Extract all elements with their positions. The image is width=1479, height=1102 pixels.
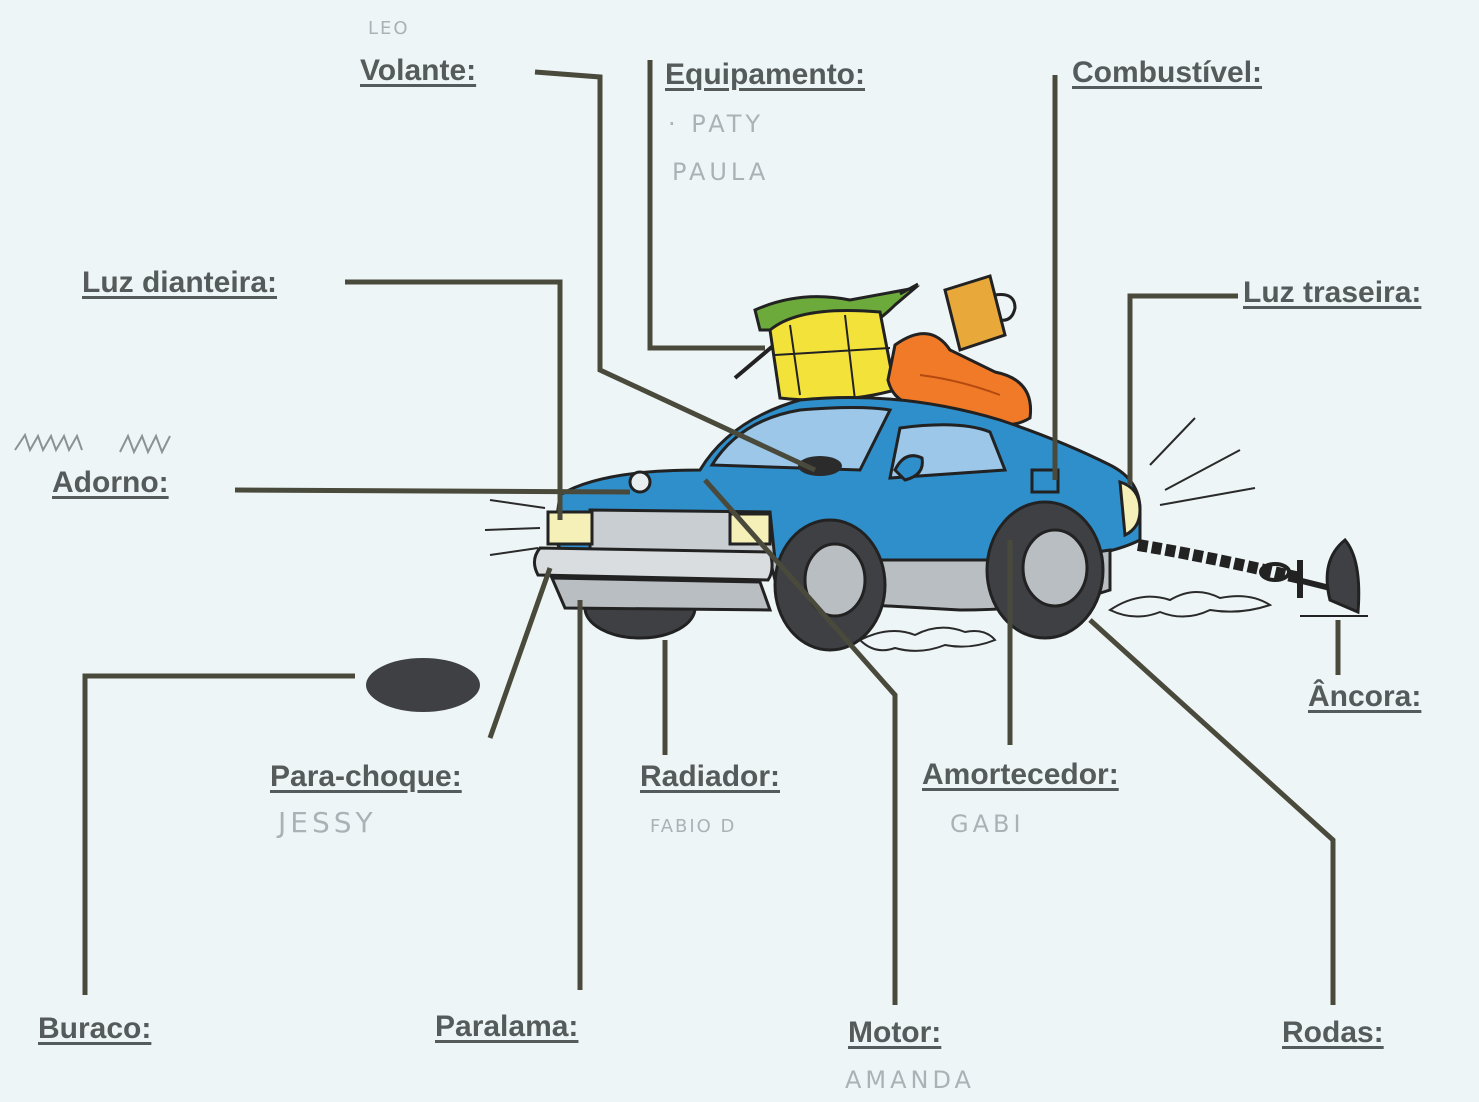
label-combustivel: Combustível: [1072,56,1263,89]
scribble-marks [14,432,171,455]
line-motor [703,478,898,1005]
label-equipamento: Equipamento: [665,58,865,91]
label-luz-dianteira: Luz dianteira: [82,266,278,299]
handwritten-radiador: FABIO D [650,816,737,837]
handwritten-equipamento-1: · PATY [668,110,765,138]
line-volante [534,69,817,473]
handwritten-amortecedor: GABI [950,810,1025,838]
line-luz-traseira [1127,293,1238,485]
line-rodas [1088,618,1336,1005]
label-motor: Motor: [848,1016,942,1049]
label-rodas: Rodas: [1282,1016,1384,1049]
handwritten-para-choque: JESSY [278,806,377,839]
label-buraco: Buraco: [38,1012,152,1045]
line-para-choque [487,567,553,739]
line-buraco [82,673,355,995]
label-luz-traseira: Luz traseira: [1243,276,1422,309]
label-volante: Volante: [360,54,477,87]
line-luz-dianteira [345,279,563,520]
label-para-choque: Para-choque: [270,760,462,793]
line-adorno [234,487,631,495]
pothole [360,652,486,718]
label-adorno: Adorno: [52,466,169,499]
exhaust-clouds [484,417,1273,652]
car-body [533,396,1142,652]
label-amortecedor: Amortecedor: [922,758,1119,791]
label-radiador: Radiador: [640,760,781,793]
handwritten-volante: LEO [368,18,410,39]
car-illustration [360,274,1368,718]
anchor-chain [1137,537,1368,617]
label-ancora: Âncora: [1308,680,1422,713]
handwritten-equipamento-2: PAULA [672,158,770,186]
line-equipamento [647,60,765,351]
leader-lines [82,60,1341,1005]
label-paralama: Paralama: [435,1010,579,1043]
handwritten-motor: AMANDA [845,1066,975,1094]
